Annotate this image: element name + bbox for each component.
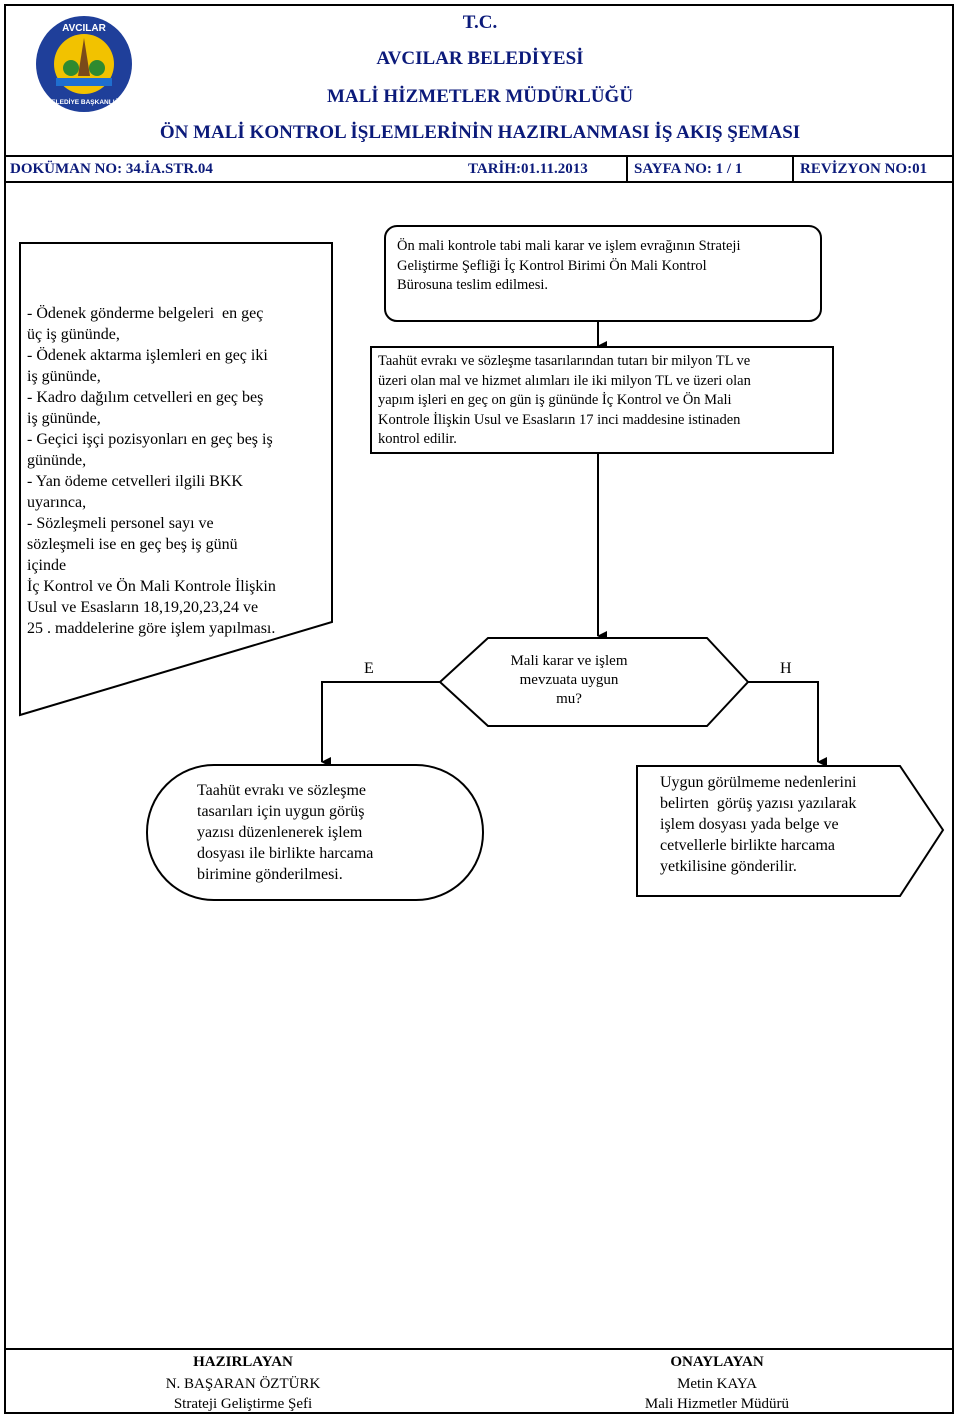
text-line: Geliştirme Şefliği İç Kontrol Birimi Ön …: [397, 257, 707, 274]
decision-text: Mali karar ve işlem mevzuata uygun mu?: [480, 652, 658, 709]
page-frame: [4, 4, 954, 1414]
text-line: - Geçici işçi pozisyonları en geç beş iş: [27, 431, 273, 448]
text-line: iş gününde,: [27, 410, 101, 427]
logo-text-bottom: BELEDİYE BAŞKANLIĞI: [47, 97, 122, 106]
text-line: tasarıları için uygun görüş: [197, 803, 365, 820]
text-line: mu?: [556, 691, 582, 707]
text-line: üzeri olan mal ve hizmet alımları ile ik…: [378, 372, 751, 389]
text-line: - Ödenek aktarma işlemleri en geç iki: [27, 347, 268, 364]
text-line: içinde: [27, 557, 67, 574]
document-meta-row: DOKÜMAN NO: 34.İA.STR.04 TARİH:01.11.201…: [6, 155, 954, 183]
text-line: Ön mali kontrole tabi mali karar ve işle…: [397, 238, 741, 254]
header-directorate: MALİ HİZMETLER MÜDÜRLÜĞÜ: [326, 86, 634, 107]
no-end-text: Uygun görülmeme nedenlerini belirten görü…: [660, 772, 920, 877]
prepared-name: N. BAŞARAN ÖZTÜRK: [165, 1376, 321, 1392]
prepared-label: HAZIRLAYAN: [193, 1354, 293, 1370]
text-line: İç Kontrol ve Ön Mali Kontrole İlişkin: [27, 578, 276, 595]
no-branch-line: [748, 681, 827, 767]
text-line: gününde,: [27, 452, 87, 469]
text-line: sözleşmeli ise en geç beş iş günü: [27, 536, 238, 553]
meta-divider: [792, 157, 794, 181]
meta-divider: [626, 157, 628, 181]
text-line: kontrol edilir.: [378, 431, 457, 447]
text-line: cetvellerle birlikte harcama: [660, 837, 836, 854]
page-title: ÖN MALİ KONTROL İŞLEMLERİNİN HAZIRLANMAS…: [159, 122, 801, 143]
text-line: mevzuata uygun: [519, 672, 619, 688]
start-process-text: Ön mali kontrole tabi mali karar ve işle…: [397, 237, 817, 296]
page-number: SAYFA NO: 1 / 1: [634, 161, 743, 177]
text-line: - Ödenek gönderme belgeleri en geç: [27, 305, 264, 322]
text-line: üç iş gününde,: [27, 326, 120, 343]
text-line: Bürosuna teslim edilmesi.: [397, 277, 549, 293]
text-line: uyarınca,: [27, 494, 87, 511]
no-label: H: [780, 660, 792, 677]
header-country: T.C.: [462, 12, 498, 33]
decision-diamond: [438, 637, 750, 727]
text-line: dosyası ile birlikte harcama: [197, 845, 374, 862]
doc-number: DOKÜMAN NO: 34.İA.STR.04: [10, 161, 213, 177]
text-line: Uygun görülmeme nedenlerini: [660, 774, 857, 791]
yes-branch-line: [321, 681, 440, 767]
text-line: Taahüt evrakı ve sözleşme tasarılarından…: [378, 353, 751, 369]
text-line: yetkilisine gönderilir.: [660, 858, 797, 875]
control-process-text: Taahüt evrakı ve sözleşme tasarılarından…: [378, 352, 828, 450]
document-shape: [19, 242, 333, 717]
approved-label: ONAYLAYAN: [670, 1354, 764, 1370]
text-line: belirten görüş yazısı yazılarak: [660, 795, 857, 812]
doc-date: TARİH:01.11.2013: [468, 161, 588, 177]
text-line: - Sözleşmeli personel sayı ve: [27, 515, 214, 532]
control-process-box: [370, 346, 834, 454]
document-text: - Ödenek gönderme belgeleri en geç üç iş …: [27, 303, 327, 639]
yes-label: E: [364, 660, 374, 677]
no-end-box: [636, 765, 945, 897]
municipality-logo: AVCILAR BELEDİYE BAŞKANLIĞI: [36, 16, 132, 112]
prepared-title: Strateji Geliştirme Şefi: [173, 1396, 313, 1412]
signature-footer: HAZIRLAYAN N. BAŞARAN ÖZTÜRK Strateji Ge…: [6, 1348, 954, 1414]
text-line: - Yan ödeme cetvelleri ilgili BKK: [27, 473, 243, 490]
text-line: iş gününde,: [27, 368, 101, 385]
approved-title: Mali Hizmetler Müdürü: [644, 1396, 790, 1412]
start-process-box: [384, 225, 822, 322]
text-line: yazısı düzenlenerek işlem: [197, 824, 363, 841]
text-line: Taahüt evrakı ve sözleşme: [197, 782, 367, 799]
text-line: birimine gönderilmesi.: [197, 866, 343, 883]
approved-name: Metin KAYA: [677, 1376, 757, 1392]
revision-number: REVİZYON NO:01: [800, 161, 928, 177]
header-municipality: AVCILAR BELEDİYESİ: [376, 48, 584, 69]
text-line: Kontrole İlişkin Usul ve Esasların 17 in…: [378, 411, 741, 428]
text-line: 25 . maddelerine göre işlem yapılması.: [27, 620, 276, 637]
yes-end-terminal: [146, 764, 484, 901]
text-line: işlem dosyası yada belge ve: [660, 816, 839, 833]
text-line: yapım işleri en geç on gün iş gününde İç…: [378, 392, 732, 408]
logo-text-top: AVCILAR: [62, 23, 106, 34]
text-line: - Kadro dağılım cetvelleri en geç beş: [27, 389, 264, 406]
yes-end-text: Taahüt evrakı ve sözleşme tasarıları için…: [197, 780, 467, 885]
text-line: Mali karar ve işlem: [510, 653, 628, 669]
text-line: Usul ve Esasların 18,19,20,23,24 ve: [27, 599, 259, 616]
